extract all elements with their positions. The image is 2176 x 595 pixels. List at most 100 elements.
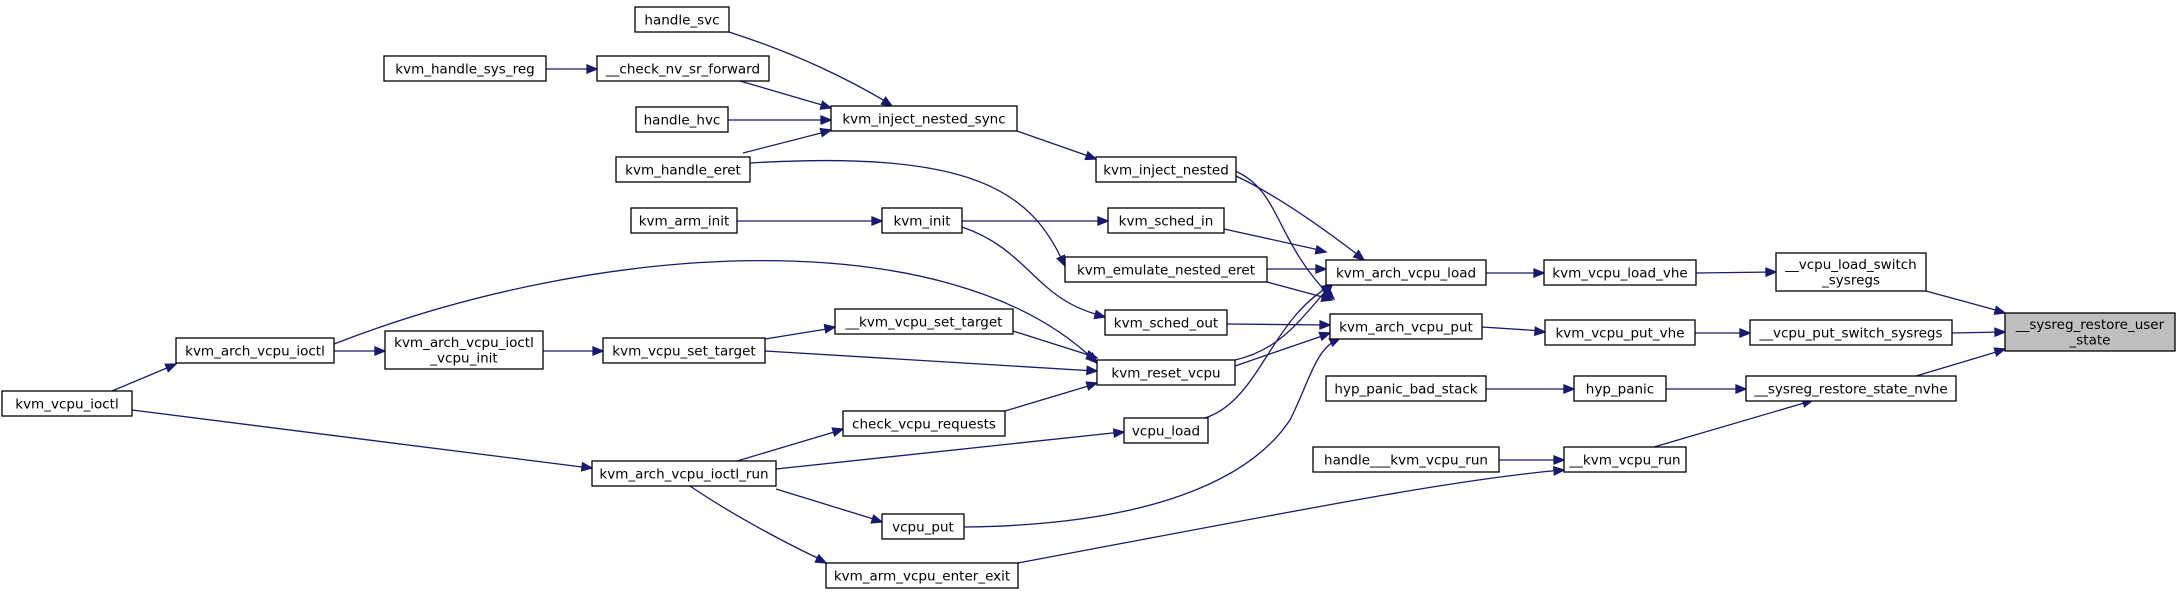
- node-box: [1329, 313, 1483, 340]
- graph-node-hyp-panic[interactable]: hyp_panic: [1573, 375, 1667, 402]
- edge-ioctl-init-to-set-target: [543, 346, 605, 356]
- graph-node-handle-eret[interactable]: kvm_handle_eret: [615, 156, 751, 183]
- node-box: [881, 513, 965, 540]
- node-label: kvm_arch_vcpu_put: [1339, 319, 1473, 335]
- graph-node-inject-nested[interactable]: kvm_inject_nested: [1095, 156, 1237, 183]
- graph-node-reset-vcpu[interactable]: kvm_reset_vcpu: [1096, 359, 1236, 386]
- graph-node-sched-in[interactable]: kvm_sched_in: [1107, 207, 1225, 234]
- node-label: __sysreg_restore_state_nvhe: [1753, 381, 1947, 397]
- graph-node-arch-ioctl[interactable]: kvm_arch_vcpu_ioctl: [175, 337, 335, 364]
- node-box: [842, 410, 1006, 437]
- graph-node-load-switch[interactable]: __vcpu_load_switch_sysregs: [1775, 252, 1927, 292]
- graph-node-hyp-bad-stack[interactable]: hyp_panic_bad_stack: [1325, 375, 1487, 402]
- node-box: [2004, 312, 2176, 352]
- node-box: [384, 330, 544, 370]
- graph-node-kvm-init[interactable]: kvm_init: [881, 207, 963, 234]
- edge-kvm-init-to-sched-out: [961, 226, 1107, 320]
- graph-node-put-switch[interactable]: __vcpu_put_switch_sysregs: [1749, 319, 1953, 346]
- edge-put-switch-to-focus: [1951, 327, 2007, 338]
- graph-node-sys-reg[interactable]: kvm_handle_sys_reg: [383, 55, 547, 82]
- edge-ioctl-run-to-check-req: [736, 427, 845, 462]
- node-box: [596, 55, 770, 82]
- edge-sys-reg-to-check-nv: [546, 64, 599, 74]
- graph-node-emulate-eret[interactable]: kvm_emulate_nested_eret: [1064, 256, 1268, 283]
- edge-check-nv-to-inject-sync: [739, 80, 833, 110]
- graph-node-sched-out[interactable]: kvm_sched_out: [1104, 309, 1228, 336]
- node-label: kvm_arch_vcpu_ioctl: [185, 343, 325, 359]
- edge-load-switch-to-focus: [1925, 290, 2007, 315]
- node-label: kvm_init: [893, 213, 950, 229]
- edge-handle-run-to-vcpu-run: [1499, 455, 1566, 465]
- node-box: [1573, 375, 1667, 402]
- node-label: __vcpu_load_switch: [1784, 257, 1917, 273]
- node-box: [1064, 256, 1268, 283]
- node-label: handle_svc: [644, 12, 719, 28]
- node-box: [383, 55, 547, 82]
- node-box: [1, 390, 133, 417]
- node-box: [1544, 319, 1696, 346]
- node-label: kvm_arm_init: [639, 213, 730, 229]
- graph-node-arch-load[interactable]: kvm_arch_vcpu_load: [1325, 259, 1487, 286]
- call-graph-edges: [111, 31, 2007, 564]
- node-label: kvm_vcpu_load_vhe: [1552, 265, 1687, 281]
- graph-node-handle-hvc[interactable]: handle_hvc: [635, 106, 729, 133]
- graph-node-check-nv[interactable]: __check_nv_sr_forward: [596, 55, 770, 82]
- node-label: kvm_emulate_nested_eret: [1077, 262, 1255, 278]
- graph-node-set-target[interactable]: kvm_vcpu_set_target: [602, 337, 766, 364]
- edge-load-vhe-to-load-switch: [1695, 267, 1778, 278]
- node-label: kvm_vcpu_put_vhe: [1555, 325, 1684, 341]
- edge-emulate-eret-to-arch-load: [1267, 264, 1328, 274]
- edge-arch-ioctl-to-ioctl-init: [334, 346, 387, 356]
- node-box: [1096, 359, 1236, 386]
- node-label: hyp_panic_bad_stack: [1334, 381, 1477, 397]
- edge-vcpu-run-to-restore-nvhe: [1653, 398, 1815, 448]
- graph-node-ioctl-init[interactable]: kvm_arch_vcpu_ioctl_vcpu_init: [384, 330, 544, 370]
- graph-node-check-req[interactable]: check_vcpu_requests: [842, 410, 1006, 437]
- focus-node[interactable]: __sysreg_restore_user_state: [2004, 312, 2176, 352]
- graph-node-kvm-vcpu-run[interactable]: __kvm_vcpu_run: [1563, 446, 1687, 473]
- edge-inject-sync-to-inject-nested: [1016, 130, 1098, 161]
- node-label: kvm_reset_vcpu: [1111, 365, 1220, 381]
- node-box: [1325, 375, 1487, 402]
- node-label: __check_nv_sr_forward: [605, 61, 760, 77]
- node-label: __vcpu_put_switch_sysregs: [1758, 325, 1942, 341]
- graph-node-handle-svc[interactable]: handle_svc: [634, 6, 730, 33]
- graph-node-load-vhe[interactable]: kvm_vcpu_load_vhe: [1543, 259, 1697, 286]
- graph-node-restore-nvhe[interactable]: __sysreg_restore_state_nvhe: [1745, 375, 1957, 402]
- node-label: kvm_handle_eret: [625, 162, 741, 178]
- edge-restore-nvhe-to-focus: [1915, 347, 2007, 377]
- edge-arch-ioctl-to-reset: [333, 260, 1099, 365]
- node-box: [1104, 309, 1228, 336]
- graph-node-ioctl-run[interactable]: kvm_arch_vcpu_ioctl_run: [591, 460, 777, 487]
- edge-put-vhe-to-put-switch: [1695, 328, 1752, 338]
- node-label: kvm_vcpu_ioctl: [15, 396, 118, 412]
- edge-set-target-to-set-target-ul: [764, 323, 837, 340]
- node-label: kvm_arch_vcpu_load: [1336, 265, 1476, 281]
- graph-node-set-target-ul[interactable]: __kvm_vcpu_set_target: [834, 308, 1014, 335]
- edge-arch-put-to-put-vhe: [1481, 326, 1547, 337]
- node-label: kvm_arch_vcpu_ioctl: [394, 335, 534, 351]
- node-label: __kvm_vcpu_set_target: [845, 314, 1003, 330]
- node-box: [1745, 375, 1957, 402]
- node-label: handle___kvm_vcpu_run: [1324, 452, 1488, 468]
- edge-bad-stack-to-hyp-panic: [1486, 384, 1576, 394]
- node-label: hyp_panic: [1586, 381, 1654, 397]
- graph-node-vcpu-load[interactable]: vcpu_load: [1123, 417, 1209, 444]
- node-label: __kvm_vcpu_run: [1568, 452, 1680, 468]
- graph-node-vcpu-ioctl[interactable]: kvm_vcpu_ioctl: [1, 390, 133, 417]
- graph-node-handle-run[interactable]: handle___kvm_vcpu_run: [1312, 446, 1500, 473]
- graph-node-inject-sync[interactable]: kvm_inject_nested_sync: [830, 105, 1018, 132]
- edge-sched-out-to-arch-put: [1226, 319, 1332, 330]
- edge-handle-eret-to-inject-sync: [742, 127, 833, 154]
- node-label: kvm_vcpu_set_target: [612, 343, 755, 359]
- graph-node-vcpu-put[interactable]: vcpu_put: [881, 513, 965, 540]
- node-label: handle_hvc: [644, 112, 721, 128]
- edge-ioctl-run-to-vcpu-put: [775, 488, 884, 524]
- graph-node-enter-exit[interactable]: kvm_arm_vcpu_enter_exit: [825, 562, 1019, 589]
- node-box: [825, 562, 1019, 589]
- graph-node-arm-init[interactable]: kvm_arm_init: [630, 207, 738, 234]
- graph-node-put-vhe[interactable]: kvm_vcpu_put_vhe: [1544, 319, 1696, 346]
- edge-kvm-init-to-sched-in: [962, 216, 1110, 226]
- graph-node-arch-put[interactable]: kvm_arch_vcpu_put: [1329, 313, 1483, 340]
